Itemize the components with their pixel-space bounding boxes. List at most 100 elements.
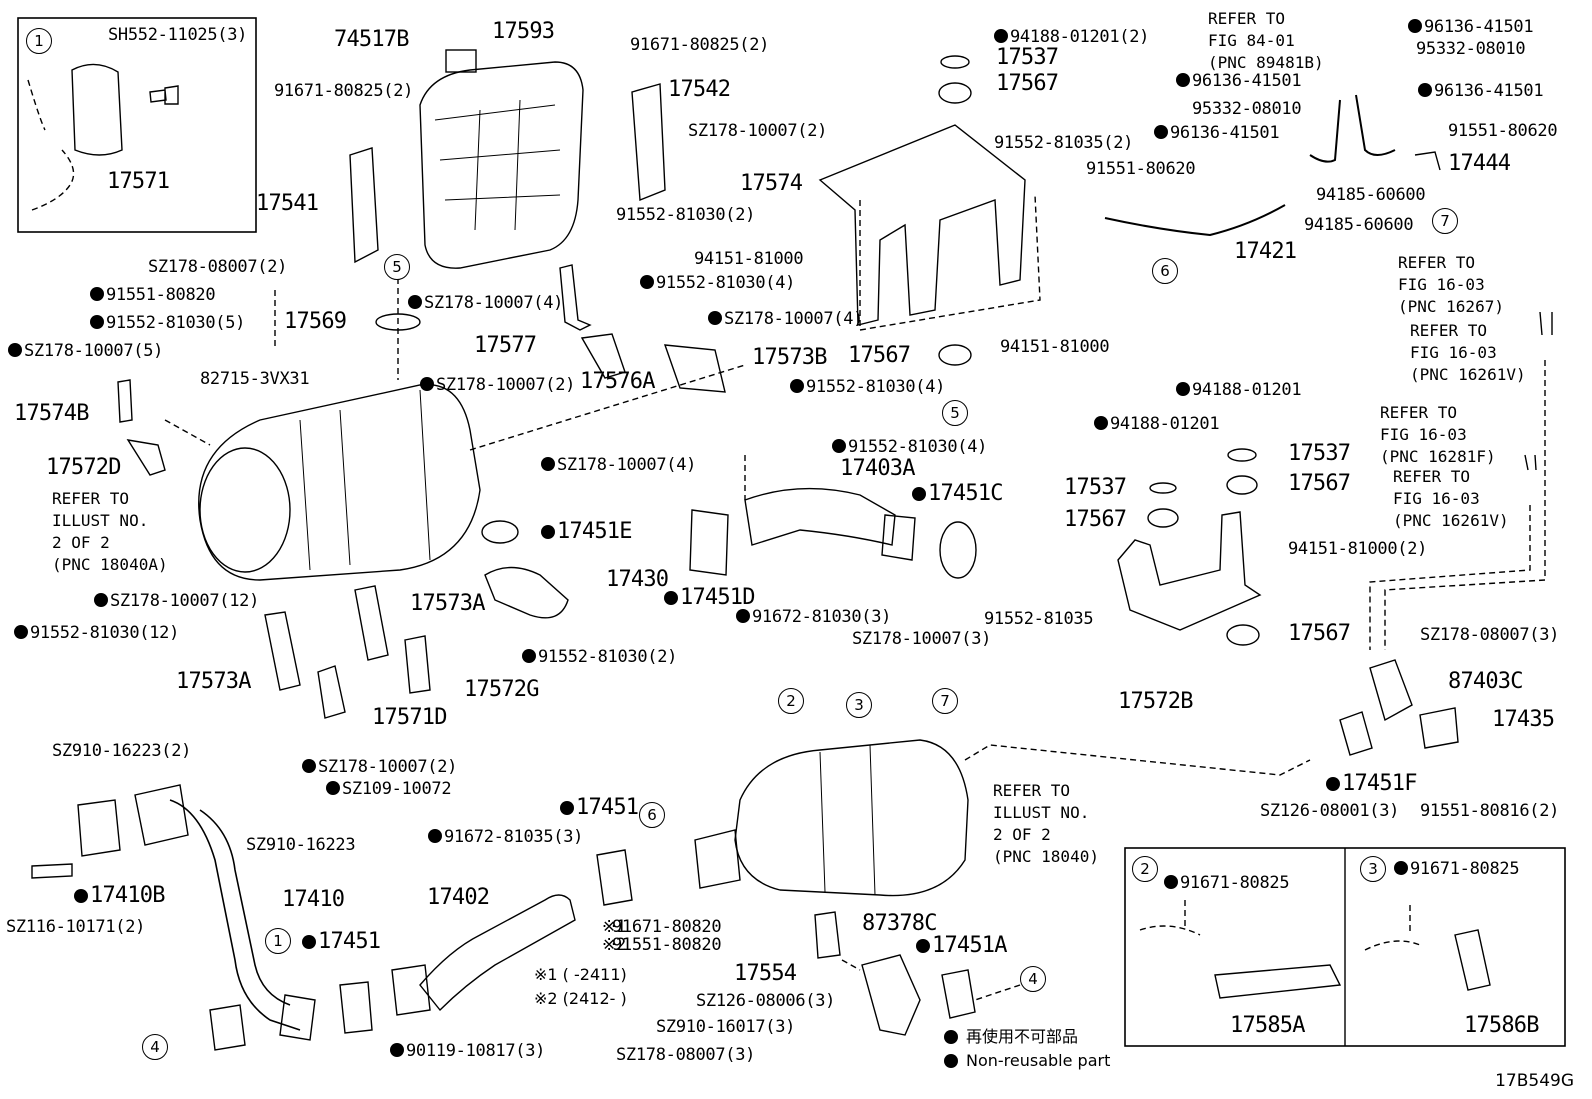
bracket-17572b-drawing bbox=[1117, 511, 1262, 631]
part-label: 87378C bbox=[862, 912, 937, 936]
part-number: SZ178-08007(2) bbox=[148, 257, 288, 277]
part-number: 17541 bbox=[256, 191, 319, 216]
part-label: SZ910-16223 bbox=[246, 836, 356, 854]
part-label: 17444 bbox=[1448, 151, 1511, 176]
part-number: SZ116-10171(2) bbox=[6, 917, 146, 937]
part-number: SZ178-10007(2) bbox=[436, 375, 576, 395]
engine-outline-inset2 bbox=[1139, 900, 1421, 951]
part-label: 95332-08010 bbox=[1416, 39, 1526, 59]
part-number: 17593 bbox=[492, 19, 555, 44]
bracket-17574-dash bbox=[859, 194, 1041, 331]
ref-illust-18040a: REFER TO ILLUST NO. 2 OF 2 (PNC 18040A) bbox=[52, 489, 168, 574]
part-label: 91552-81030(2) bbox=[616, 206, 755, 224]
part-label: 17435 bbox=[1492, 708, 1555, 732]
bracket-17573a-right bbox=[354, 585, 389, 661]
stud-sz116-drawing bbox=[31, 863, 73, 879]
part-number: 91552-81035(2) bbox=[994, 133, 1134, 153]
non-reusable-dot-icon bbox=[541, 457, 555, 471]
part-number: SZ126-08006(3) bbox=[696, 991, 836, 1011]
dash-line-dpf bbox=[964, 744, 1311, 776]
part-label: 17430 bbox=[606, 568, 669, 592]
part-number: 17585A bbox=[1230, 1013, 1305, 1038]
part-number: SZ178-08007(3) bbox=[1420, 625, 1560, 645]
callout-2-inset: 2 bbox=[1132, 856, 1158, 882]
part-number: 17569 bbox=[284, 309, 347, 334]
callout-4-right: 4 bbox=[1020, 966, 1046, 992]
callout-7-top: 7 bbox=[1432, 208, 1458, 234]
part-number: 17451D bbox=[680, 585, 755, 610]
ref-fig-16-03-d: REFER TO FIG 16-03 (PNC 16261V) bbox=[1393, 467, 1509, 530]
part-number: 94185-60600 bbox=[1304, 215, 1414, 235]
pipe-17402-drawing bbox=[419, 894, 576, 1012]
part-number: 91551-80820 bbox=[612, 935, 722, 955]
part-label: 96136-41501 bbox=[1154, 124, 1280, 142]
part-label: 91672-81035(3) bbox=[428, 828, 583, 846]
bolt-sh552-drawing bbox=[149, 85, 179, 105]
part-label: 94185-60600 bbox=[1316, 186, 1426, 204]
part-number: 17451A bbox=[932, 933, 1007, 958]
legend-jp: 再使用不可部品 bbox=[944, 1026, 1078, 1048]
non-reusable-dot-icon bbox=[302, 759, 316, 773]
part-label: 94188-01201 bbox=[1094, 415, 1220, 433]
non-reusable-dot-icon bbox=[1408, 19, 1422, 33]
part-label: 17451 bbox=[302, 930, 381, 954]
non-reusable-dot-icon bbox=[664, 591, 678, 605]
part-number: 91552-81030(4) bbox=[848, 437, 988, 457]
part-number: SH552-11025(3) bbox=[108, 25, 248, 45]
part-number: 17402 bbox=[427, 885, 490, 910]
hose-17421-drawing bbox=[1104, 204, 1286, 237]
part-number: 95332-08010 bbox=[1416, 39, 1526, 59]
part-label: 17541 bbox=[256, 191, 319, 216]
part-label: 96136-41501 bbox=[1418, 82, 1544, 100]
part-label: 95332-08010 bbox=[1192, 100, 1302, 118]
part-number: SZ178-10007(5) bbox=[24, 341, 164, 361]
part-label: SZ910-16017(3) bbox=[656, 1018, 795, 1036]
inset-frame-1 bbox=[17, 17, 257, 233]
part-label: 17410B bbox=[74, 884, 165, 908]
part-number: 17451F bbox=[1342, 771, 1417, 796]
dash-line-17554 bbox=[841, 959, 1021, 1001]
part-label: SZ178-10007(3) bbox=[852, 630, 991, 648]
part-label: 91552-81035(2) bbox=[994, 134, 1133, 152]
part-number: 91671-80825 bbox=[1410, 859, 1520, 879]
part-number: 17567 bbox=[1288, 621, 1351, 646]
part-number: 17444 bbox=[1448, 151, 1511, 176]
non-reusable-dot-icon bbox=[1094, 416, 1108, 430]
part-label: 91552-81030(4) bbox=[832, 438, 987, 456]
part-label: 96136-41501 bbox=[1408, 18, 1534, 36]
gasket-17451-mid bbox=[596, 849, 633, 906]
non-reusable-dot-icon bbox=[560, 801, 574, 815]
pipe-17403a-drawing bbox=[744, 487, 896, 546]
part-number: 17567 bbox=[1288, 471, 1351, 496]
part-number: 94188-01201(2) bbox=[1010, 27, 1150, 47]
part-label: 91552-81030(4) bbox=[790, 378, 945, 396]
non-reusable-dot-icon bbox=[8, 343, 22, 357]
part-label: 91552-81035 bbox=[984, 610, 1094, 628]
legend-dot-icon bbox=[944, 1054, 958, 1068]
callout-1: 1 bbox=[265, 928, 291, 954]
legend-en-text: Non-reusable part bbox=[966, 1051, 1111, 1070]
part-number: 82715-3VX31 bbox=[200, 369, 310, 389]
part-number: 17410 bbox=[282, 887, 345, 912]
bracket-17574-drawing bbox=[818, 124, 1026, 326]
callout-2: 2 bbox=[778, 688, 804, 714]
part-label: 94151-81000 bbox=[1000, 338, 1110, 356]
gasket-17410b-drawing bbox=[77, 799, 121, 857]
non-reusable-dot-icon bbox=[90, 287, 104, 301]
part-label: 90119-10817(3) bbox=[390, 1042, 545, 1060]
non-reusable-dot-icon bbox=[408, 295, 422, 309]
part-number: 91551-80620 bbox=[1086, 159, 1196, 179]
dpf-bands bbox=[819, 744, 876, 896]
ref-illust-18040: REFER TO ILLUST NO. 2 OF 2 (PNC 18040) bbox=[993, 781, 1099, 866]
part-label: 17573A bbox=[176, 670, 251, 694]
part-number: 17571 bbox=[107, 169, 170, 194]
part-label: 91671-80820 bbox=[612, 918, 722, 936]
part-label: 17410 bbox=[282, 887, 345, 912]
part-number: SZ178-10007(4) bbox=[424, 293, 564, 313]
part-number: 91671-80825(2) bbox=[274, 81, 414, 101]
bracket-17576a-drawing bbox=[580, 333, 626, 379]
part-label: 17403A bbox=[840, 457, 915, 481]
part-number: 91552-81030(2) bbox=[616, 205, 756, 225]
part-label: SZ178-08007(3) bbox=[1420, 626, 1559, 644]
callout-7-bottom: 7 bbox=[932, 688, 958, 714]
